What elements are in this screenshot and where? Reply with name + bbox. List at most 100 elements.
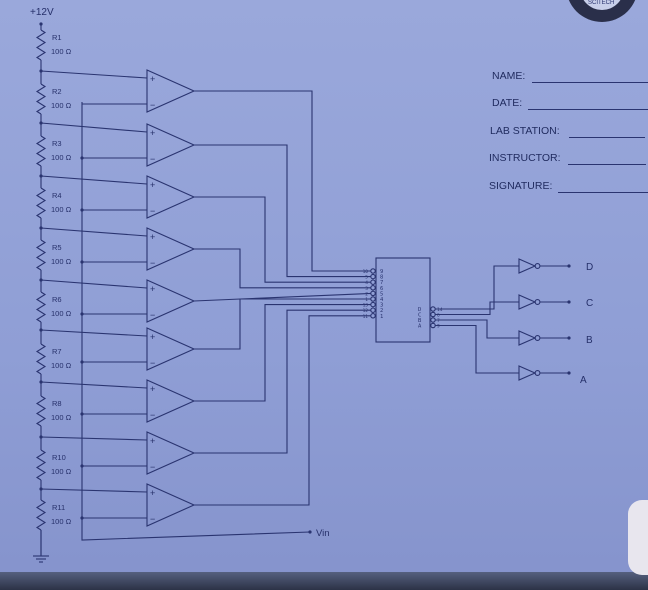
output-terminal <box>567 371 571 375</box>
comparator-output-wire <box>194 144 371 278</box>
opamp-plus-sign: + <box>150 488 155 498</box>
signature-line[interactable] <box>558 192 648 193</box>
comparator-opamp <box>146 69 196 113</box>
encoder-output-label: C <box>418 313 421 319</box>
resistor-value-label: 100 Ω <box>51 205 72 214</box>
encoder-input-pin: 10 <box>363 269 369 275</box>
opamp-plus-sign: + <box>150 384 155 394</box>
inverter-bubble <box>534 263 541 269</box>
output-bubble <box>430 311 436 318</box>
opamp-minus-sign: − <box>150 100 155 110</box>
inverter-gate <box>518 365 537 381</box>
resistor-name-label: R1 <box>52 33 62 42</box>
resistor-name-label: R7 <box>52 347 62 356</box>
date-line[interactable] <box>528 109 648 110</box>
lab-station-line[interactable] <box>569 137 645 138</box>
resistor-value-label: 100 Ω <box>51 517 72 526</box>
opamp-minus-sign: − <box>150 410 155 420</box>
comparator-output-wire <box>194 90 371 272</box>
resistor-r1 <box>35 29 47 61</box>
comparator-opamp <box>146 279 196 323</box>
opamp-plus-sign: + <box>150 436 155 446</box>
opamp-minus-sign: − <box>150 514 155 524</box>
encoder-input-pin: 12 <box>363 308 369 314</box>
resistor-name-label: R10 <box>52 453 66 462</box>
comparator-output-wire <box>194 315 371 506</box>
noninverting-input-wire <box>40 122 148 133</box>
resistor-name-label: R2 <box>52 87 62 96</box>
comparator-opamp <box>146 483 196 527</box>
opamp-plus-sign: + <box>150 232 155 242</box>
output-terminal <box>567 264 571 268</box>
inverter-gate <box>518 258 537 274</box>
vin-terminal <box>308 530 312 534</box>
inverter-gate <box>518 294 537 310</box>
resistor-name-label: R5 <box>52 243 62 252</box>
comparator-opamp <box>146 431 196 475</box>
inverter-bubble <box>534 299 541 305</box>
encoder-to-inverter-wire <box>435 319 519 339</box>
noninverting-input-wire <box>40 329 148 337</box>
resistor-r4 <box>35 187 47 219</box>
encoder-output-pin: 9 <box>437 324 440 330</box>
opamp-minus-sign: − <box>150 154 155 164</box>
priority-encoder-ic <box>375 257 431 343</box>
output-label-b: B <box>586 335 593 346</box>
vin-wire <box>81 102 311 541</box>
opamp-minus-sign: − <box>150 462 155 472</box>
noninverting-input-wire <box>40 227 148 237</box>
encoder-to-inverter-wire <box>435 324 519 374</box>
resistor-value-label: 100 Ω <box>51 153 72 162</box>
resistor-value-label: 100 Ω <box>51 257 72 266</box>
output-label-a: A <box>580 375 587 386</box>
output-terminal <box>567 300 571 304</box>
resistor-value-label: 100 Ω <box>51 361 72 370</box>
resistor-value-label: 100 Ω <box>51 309 72 318</box>
encoder-output-pin: 14 <box>437 307 443 313</box>
lab-station-label: LAB STATION: <box>490 125 560 137</box>
comparator-output-wire <box>194 298 371 350</box>
resistor-r7 <box>35 343 47 375</box>
name-line[interactable] <box>532 82 648 83</box>
encoder-input-label: 4 <box>380 297 384 303</box>
instructor-line[interactable] <box>568 164 646 165</box>
comparator-output-wire <box>194 196 371 283</box>
supply-label: +12V <box>30 7 54 18</box>
date-label: DATE: <box>492 97 523 109</box>
resistor-r8 <box>35 395 47 427</box>
table-edge-shadow <box>0 572 648 590</box>
encoder-input-pin: 2 <box>365 291 368 297</box>
encoder-input-pin: 13 <box>363 303 369 309</box>
input-bubble <box>370 313 376 319</box>
input-bubble <box>370 279 376 285</box>
name-label: NAME: <box>492 70 526 82</box>
output-label-d: D <box>586 262 593 273</box>
encoder-input-label: 7 <box>380 280 383 286</box>
input-bubble <box>370 268 376 274</box>
opamp-plus-sign: + <box>150 128 155 138</box>
finger <box>628 500 648 575</box>
comparator-opamp <box>146 379 196 423</box>
encoder-output-pin: 7 <box>437 318 440 324</box>
resistor-r11 <box>35 499 47 531</box>
noninverting-input-wire <box>40 436 148 441</box>
input-bubble <box>370 296 376 302</box>
encoder-input-label: 6 <box>380 286 383 292</box>
encoder-input-label: 1 <box>380 314 383 320</box>
encoder-input-pin: 4 <box>365 280 368 286</box>
resistor-r10 <box>35 449 47 481</box>
comparator-output-wire <box>194 309 371 454</box>
noninverting-input-wire <box>40 70 148 79</box>
noninverting-input-wire <box>40 175 148 185</box>
comparator-output-wire <box>193 292 372 302</box>
instructor-label: INSTRUCTOR: <box>489 152 561 164</box>
resistor-value-label: 100 Ω <box>51 467 72 476</box>
resistor-value-label: 100 Ω <box>51 413 72 422</box>
opamp-minus-sign: − <box>150 206 155 216</box>
opamp-minus-sign: − <box>150 310 155 320</box>
comparator-output-wire <box>194 304 371 402</box>
output-label-c: C <box>586 298 593 309</box>
noninverting-input-wire <box>40 488 148 493</box>
opamp-minus-sign: − <box>150 258 155 268</box>
